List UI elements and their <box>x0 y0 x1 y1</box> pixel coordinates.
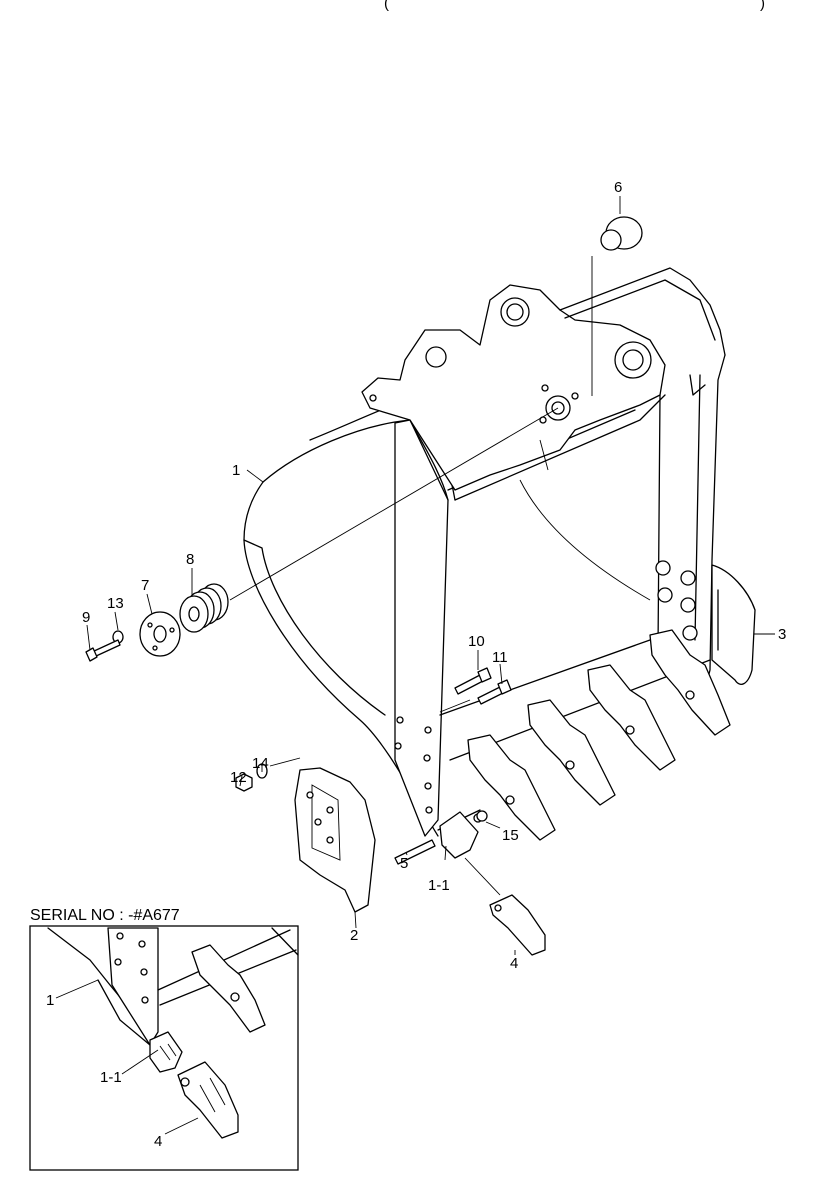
callout-1: 1 <box>232 462 240 479</box>
callout-5: 5 <box>400 855 408 872</box>
serial-inset: SERIAL NO : -#A677 1 1-1 4 <box>29 907 299 1171</box>
nut-12 <box>235 773 253 792</box>
bolt-10 <box>454 667 492 695</box>
top-left-fragment: ( <box>384 0 389 12</box>
side-cutter-left <box>294 767 376 913</box>
callout-14: 14 <box>252 755 269 772</box>
callout-4: 4 <box>510 955 518 972</box>
serial-label: SERIAL NO : -#A677 <box>30 907 180 924</box>
bushing-6 <box>600 216 643 251</box>
inset-callout-1-1: 1-1 <box>100 1069 122 1086</box>
callout-11: 11 <box>492 649 508 666</box>
tooth-4 <box>464 857 546 956</box>
bolt-9 <box>85 639 121 662</box>
callout-3: 3 <box>778 626 786 643</box>
callout-12: 12 <box>230 769 247 786</box>
callout-13: 13 <box>107 595 124 612</box>
callout-6: 6 <box>614 179 622 196</box>
callout-leaders <box>86 196 775 955</box>
callout-15: 15 <box>502 827 519 844</box>
pin-5 <box>394 839 436 865</box>
bucket-body <box>243 267 756 837</box>
shim-8 <box>179 583 229 633</box>
top-right-fragment: ) <box>760 0 765 12</box>
callout-1-1: 1-1 <box>428 877 450 894</box>
callout-10: 10 <box>468 633 485 650</box>
tooth-adapters <box>439 629 731 859</box>
callout-2: 2 <box>350 927 358 944</box>
plate-7 <box>139 611 181 657</box>
callout-9: 9 <box>82 609 90 626</box>
inset-callout-4: 4 <box>154 1133 162 1150</box>
callout-7: 7 <box>141 577 149 594</box>
lock-15 <box>476 810 488 822</box>
callout-8: 8 <box>186 551 194 568</box>
side-cutter-right <box>711 564 756 685</box>
bolt-11 <box>477 679 512 705</box>
inset-callout-1: 1 <box>46 992 54 1009</box>
inset-frame <box>29 925 299 1171</box>
